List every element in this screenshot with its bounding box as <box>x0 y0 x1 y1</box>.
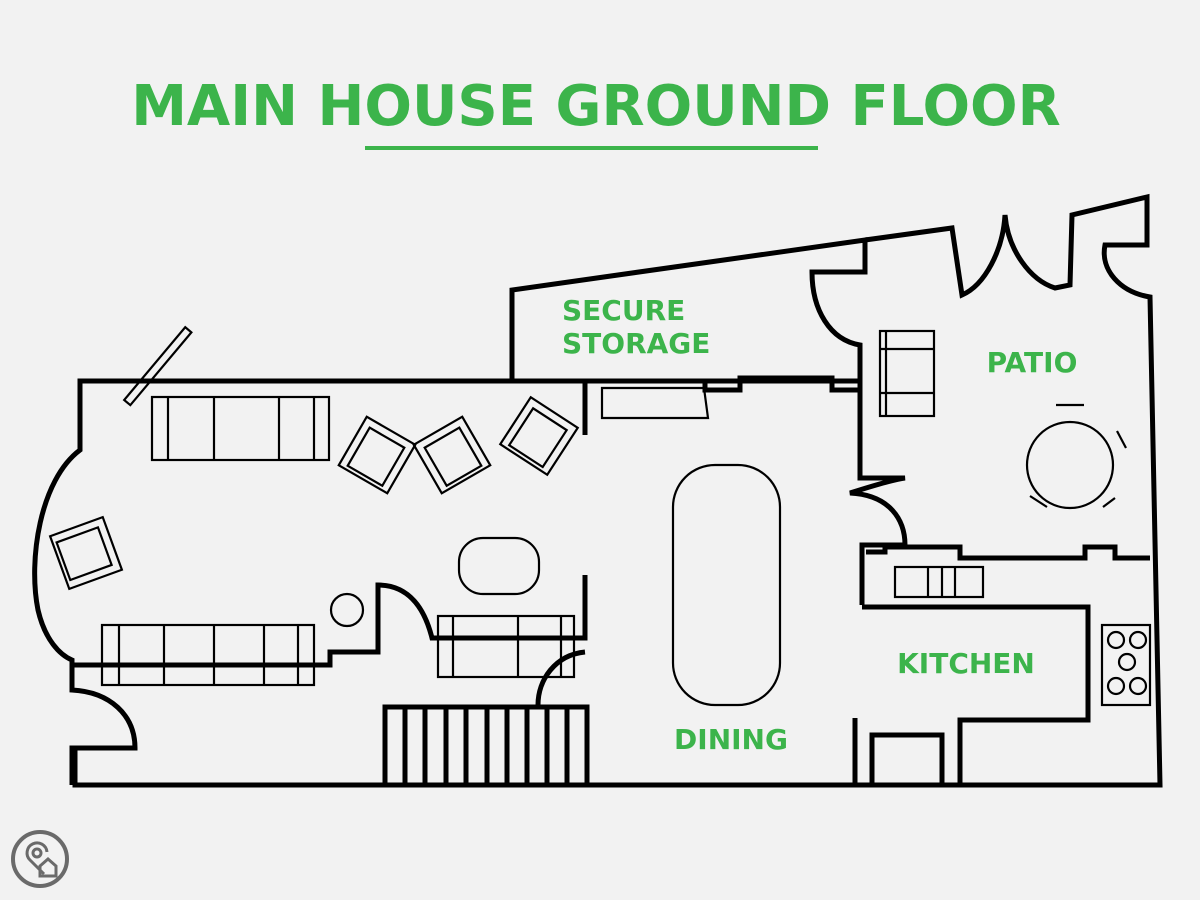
patio-table <box>1025 420 1115 510</box>
side-table <box>329 592 365 628</box>
ottoman <box>457 536 541 596</box>
stove <box>1100 623 1152 707</box>
room-label-kitchen: KITCHEN <box>897 647 1035 680</box>
title-underline <box>365 146 818 150</box>
armchair <box>412 415 492 495</box>
room-label-patio: PATIO <box>987 346 1078 379</box>
room-labels: SECURE STORAGE PATIO KITCHEN DINING <box>562 294 1077 756</box>
dining-table <box>671 463 782 707</box>
location-home-icon <box>11 830 69 888</box>
sofa <box>100 623 316 687</box>
kitchen-counter <box>893 565 985 599</box>
sofa <box>436 614 576 679</box>
armchair <box>48 515 124 591</box>
room-label-secure-storage: SECURE <box>562 294 685 327</box>
stairs <box>382 704 590 788</box>
armchair <box>498 395 580 477</box>
armchair <box>337 415 417 495</box>
furniture <box>48 325 1152 707</box>
room-label-secure-storage: STORAGE <box>562 327 710 360</box>
console-table <box>122 325 193 407</box>
patio-bench <box>878 329 936 418</box>
page-title: MAIN HOUSE GROUND FLOOR <box>131 74 1061 139</box>
walls <box>32 193 1163 788</box>
sofa <box>150 395 331 462</box>
room-label-dining: DINING <box>674 723 788 756</box>
cabinet <box>600 386 710 420</box>
